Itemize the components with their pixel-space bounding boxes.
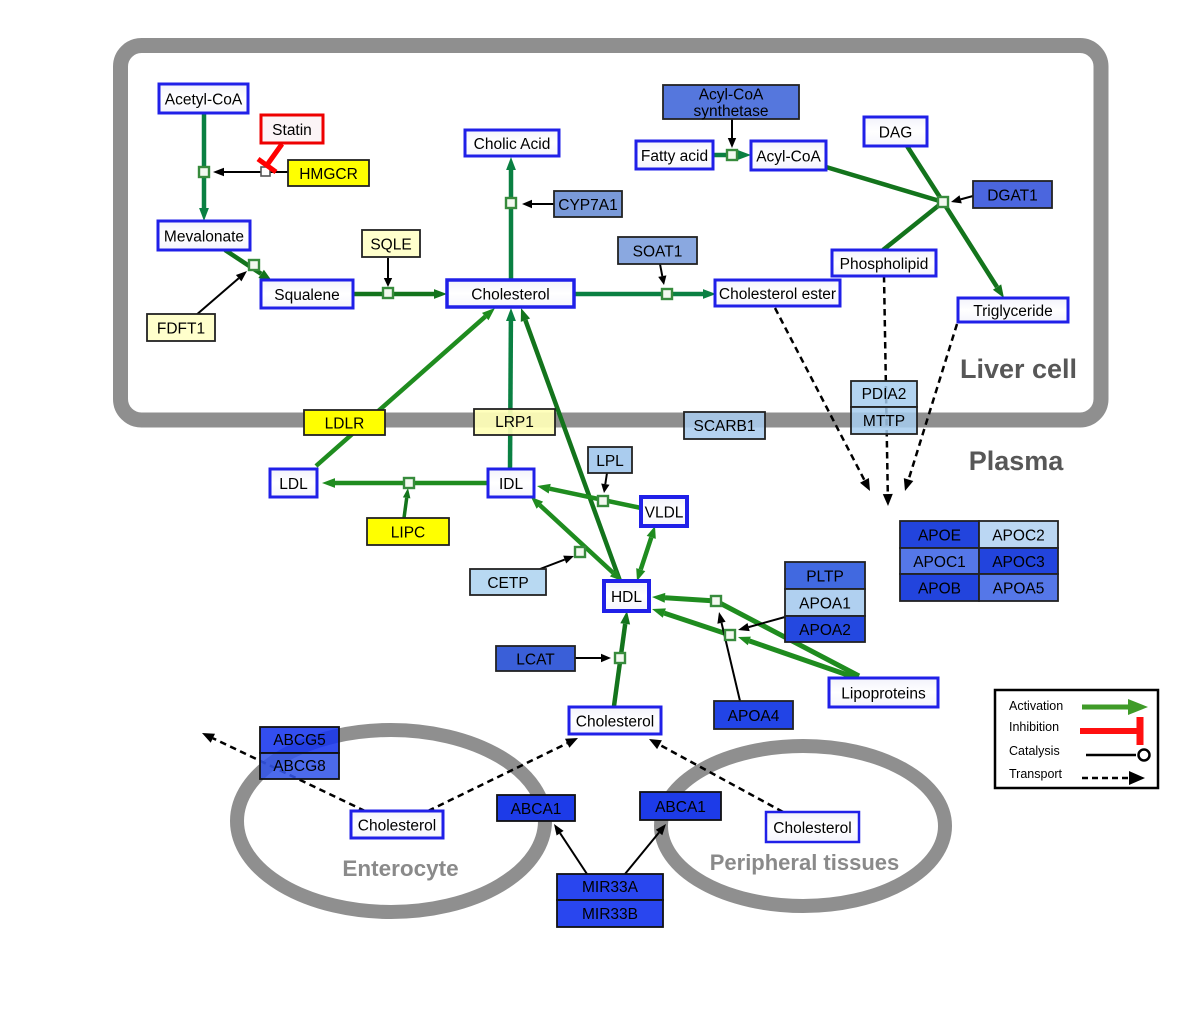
svg-text:HMGCR: HMGCR <box>299 166 358 183</box>
svg-text:IDL: IDL <box>499 476 524 493</box>
svg-text:HDL: HDL <box>611 589 642 606</box>
svg-text:Inhibition: Inhibition <box>1009 720 1059 734</box>
svg-text:Catalysis: Catalysis <box>1009 744 1060 758</box>
svg-text:Activation: Activation <box>1009 699 1063 713</box>
svg-text:MIR33A: MIR33A <box>582 879 639 896</box>
svg-text:CETP: CETP <box>487 575 528 592</box>
svg-text:Transport: Transport <box>1009 767 1063 781</box>
svg-text:Cholesterol ester: Cholesterol ester <box>719 286 836 303</box>
svg-text:Squalene: Squalene <box>274 287 340 304</box>
svg-text:Cholesterol: Cholesterol <box>576 713 654 730</box>
svg-text:SCARB1: SCARB1 <box>693 418 755 435</box>
svg-text:APOB: APOB <box>918 580 961 597</box>
svg-text:Fatty acid: Fatty acid <box>641 148 708 165</box>
svg-text:synthetase: synthetase <box>694 103 769 120</box>
svg-text:Acetyl-CoA: Acetyl-CoA <box>165 91 243 108</box>
svg-text:LPL: LPL <box>596 453 624 470</box>
svg-text:Cholesterol: Cholesterol <box>773 820 851 837</box>
svg-text:ABCG5: ABCG5 <box>273 732 326 749</box>
svg-text:DGAT1: DGAT1 <box>987 187 1038 204</box>
svg-text:Cholic Acid: Cholic Acid <box>474 136 551 153</box>
svg-text:APOC2: APOC2 <box>992 527 1045 544</box>
svg-text:Triglyceride: Triglyceride <box>973 303 1053 320</box>
svg-text:APOC3: APOC3 <box>992 554 1045 571</box>
svg-text:Cholesterol: Cholesterol <box>358 817 436 834</box>
svg-text:Mevalonate: Mevalonate <box>164 228 244 245</box>
svg-text:Statin: Statin <box>272 122 312 139</box>
svg-text:APOA1: APOA1 <box>799 595 851 612</box>
svg-text:LRP1: LRP1 <box>495 414 534 431</box>
svg-text:LDL: LDL <box>279 476 308 493</box>
svg-text:VLDL: VLDL <box>645 504 684 521</box>
svg-text:Phospholipid: Phospholipid <box>840 256 929 273</box>
svg-text:APOA4: APOA4 <box>728 708 780 725</box>
svg-text:ABCG8: ABCG8 <box>273 758 326 775</box>
svg-text:MTTP: MTTP <box>863 413 905 430</box>
svg-text:Liver cell: Liver cell <box>960 354 1077 384</box>
svg-text:PLTP: PLTP <box>806 568 844 585</box>
svg-text:CYP7A1: CYP7A1 <box>558 197 617 214</box>
svg-text:APOA5: APOA5 <box>993 580 1045 597</box>
svg-text:DAG: DAG <box>879 124 913 141</box>
svg-text:SOAT1: SOAT1 <box>633 243 683 260</box>
svg-text:Peripheral tissues: Peripheral tissues <box>710 850 900 875</box>
svg-text:Enterocyte: Enterocyte <box>342 856 458 881</box>
svg-text:APOE: APOE <box>918 527 961 544</box>
svg-text:SQLE: SQLE <box>370 236 411 253</box>
svg-text:ABCA1: ABCA1 <box>655 799 706 816</box>
svg-text:APOA2: APOA2 <box>799 622 851 639</box>
svg-text:APOC1: APOC1 <box>913 554 966 571</box>
svg-text:MIR33B: MIR33B <box>582 906 638 923</box>
svg-text:PDIA2: PDIA2 <box>862 386 907 403</box>
svg-text:Acyl-CoA: Acyl-CoA <box>756 148 821 165</box>
svg-text:Plasma: Plasma <box>969 446 1065 476</box>
svg-text:Cholesterol: Cholesterol <box>471 286 549 303</box>
svg-text:FDFT1: FDFT1 <box>157 320 205 337</box>
svg-text:LDLR: LDLR <box>325 415 365 432</box>
svg-text:LCAT: LCAT <box>516 651 555 668</box>
svg-text:Acyl-CoA: Acyl-CoA <box>699 87 764 104</box>
svg-text:LIPC: LIPC <box>391 524 425 541</box>
svg-text:ABCA1: ABCA1 <box>511 801 562 818</box>
svg-text:Lipoproteins: Lipoproteins <box>841 685 926 702</box>
